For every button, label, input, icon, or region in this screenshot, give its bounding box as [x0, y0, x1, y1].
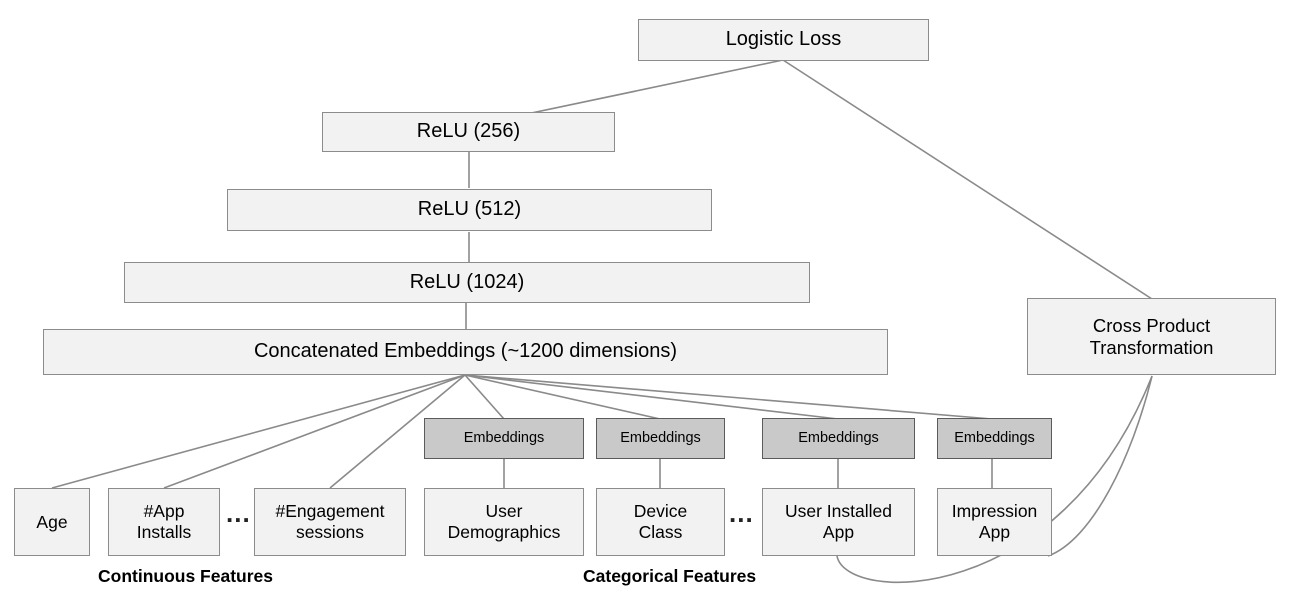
node-feature-engagement-sessions[interactable]: #Engagement sessions — [254, 488, 406, 556]
node-embeddings-2-label: Embeddings — [620, 429, 701, 446]
edge-concat-to-emb1 — [464, 374, 505, 420]
node-logistic-loss[interactable]: Logistic Loss — [638, 19, 929, 61]
edge-concat-to-emb3 — [464, 374, 839, 420]
node-feature-engagement-sessions-line1: #Engagement — [275, 501, 385, 522]
node-feature-app-installs-line1: #App — [143, 501, 185, 522]
node-embeddings-4[interactable]: Embeddings — [937, 418, 1052, 459]
node-relu-1024-label: ReLU (1024) — [409, 270, 525, 293]
node-embeddings-1[interactable]: Embeddings — [424, 418, 584, 459]
edge-loss-to-crossproduct — [782, 59, 1153, 300]
node-embeddings-1-label: Embeddings — [463, 429, 545, 446]
edge-concat-to-app-installs — [163, 374, 466, 489]
node-feature-age[interactable]: Age — [14, 488, 90, 556]
node-feature-user-demographics-line1: User — [485, 501, 523, 522]
edge-concat-to-age — [51, 374, 466, 489]
node-relu-256[interactable]: ReLU (256) — [322, 112, 615, 152]
node-embeddings-4-label: Embeddings — [954, 429, 1035, 446]
node-concatenated-embeddings-label: Concatenated Embeddings (~1200 dimension… — [253, 340, 678, 363]
node-feature-user-installed-app[interactable]: User Installed App — [762, 488, 915, 556]
node-feature-impression-app-line1: Impression — [951, 501, 1038, 522]
node-relu-512[interactable]: ReLU (512) — [227, 189, 712, 231]
node-embeddings-3-label: Embeddings — [798, 429, 879, 446]
node-cross-product-line2: Transformation — [1089, 336, 1214, 358]
label-categorical-features: Categorical Features — [583, 566, 757, 586]
node-feature-age-line1: Age — [36, 511, 68, 532]
node-feature-app-installs-line2: Installs — [136, 522, 192, 542]
node-embeddings-3[interactable]: Embeddings — [762, 418, 915, 459]
node-logistic-loss-label: Logistic Loss — [725, 28, 842, 51]
node-feature-engagement-sessions-line2: sessions — [295, 522, 365, 542]
node-feature-device-class[interactable]: Device Class — [596, 488, 725, 556]
node-relu-1024[interactable]: ReLU (1024) — [124, 262, 810, 303]
node-feature-impression-app-line2: App — [978, 522, 1011, 542]
node-feature-user-demographics-line2: Demographics — [447, 522, 561, 542]
node-feature-app-installs[interactable]: #App Installs — [108, 488, 220, 556]
node-feature-device-class-line1: Device — [633, 501, 688, 522]
node-cross-product-transformation[interactable]: Cross Product Transformation — [1027, 298, 1276, 375]
node-feature-impression-app[interactable]: Impression App — [937, 488, 1052, 556]
edge-concat-to-emb2 — [464, 374, 661, 420]
label-continuous-features: Continuous Features — [98, 566, 274, 586]
node-concatenated-embeddings[interactable]: Concatenated Embeddings (~1200 dimension… — [43, 329, 888, 375]
node-cross-product-line1: Cross Product — [1092, 314, 1211, 336]
edge-impression-app-to-crossproduct — [1047, 375, 1153, 557]
node-feature-user-demographics[interactable]: User Demographics — [424, 488, 584, 556]
node-embeddings-2[interactable]: Embeddings — [596, 418, 725, 459]
node-feature-device-class-line2: Class — [638, 522, 683, 542]
node-relu-256-label: ReLU (256) — [416, 120, 521, 143]
node-feature-user-installed-app-line1: User Installed — [785, 501, 892, 522]
ellipsis-continuous: ... — [226, 498, 251, 528]
ellipsis-categorical: ... — [729, 498, 754, 528]
edge-concat-to-emb4 — [464, 374, 993, 420]
node-relu-512-label: ReLU (512) — [417, 198, 522, 221]
node-feature-user-installed-app-line2: App — [822, 522, 855, 542]
